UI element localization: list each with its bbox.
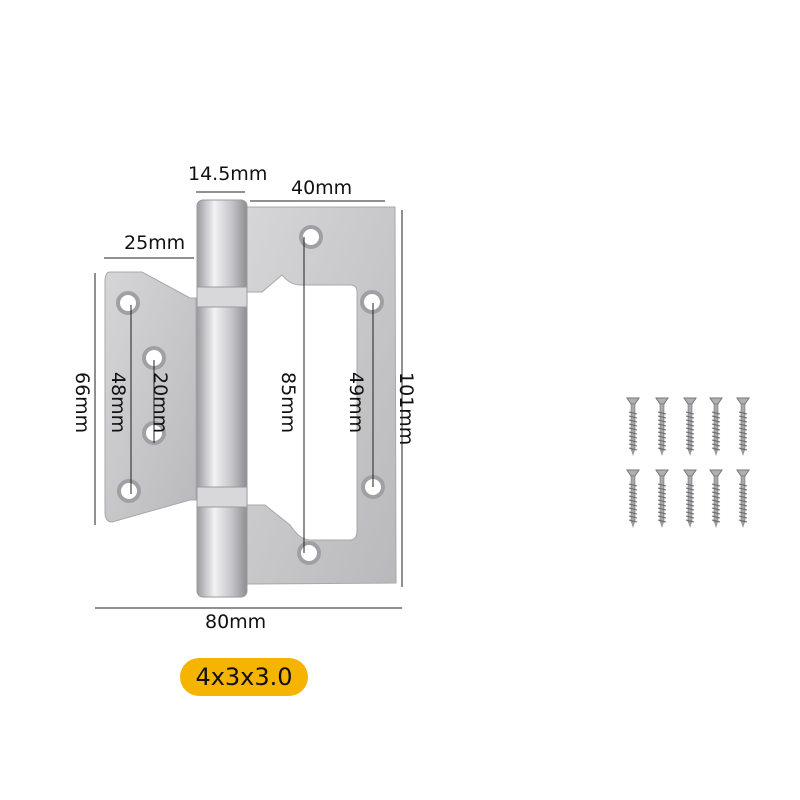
screw-icon — [626, 397, 640, 456]
dim-right-leaf-width: 40mm — [291, 177, 352, 199]
dim-right-hole-inner: 49mm — [345, 372, 367, 433]
dim-left-leaf-height: 66mm — [71, 372, 93, 433]
screws-group — [626, 397, 750, 528]
right-leaf — [246, 206, 397, 585]
screw-icon — [736, 397, 750, 456]
hinge-barrel — [196, 199, 248, 598]
dim-barrel-width: 14.5mm — [188, 163, 267, 185]
screw-icon — [683, 469, 697, 528]
dim-right-hole-outer: 85mm — [277, 372, 299, 433]
screw-icon — [626, 469, 640, 528]
dim-left-hole-inner: 20mm — [149, 372, 171, 433]
dim-total-width: 80mm — [205, 611, 266, 633]
screw-icon — [709, 469, 723, 528]
screw-icon — [655, 469, 669, 528]
left-leaf — [104, 271, 197, 523]
dim-total-height: 101mm — [395, 372, 417, 445]
screw-icon — [683, 397, 697, 456]
screw-icon — [655, 397, 669, 456]
screw-icon — [709, 397, 723, 456]
dim-left-leaf-width: 25mm — [124, 232, 185, 254]
dim-left-hole-outer: 48mm — [107, 372, 129, 433]
size-badge: 4x3x3.0 — [180, 658, 308, 696]
screw-icon — [736, 469, 750, 528]
